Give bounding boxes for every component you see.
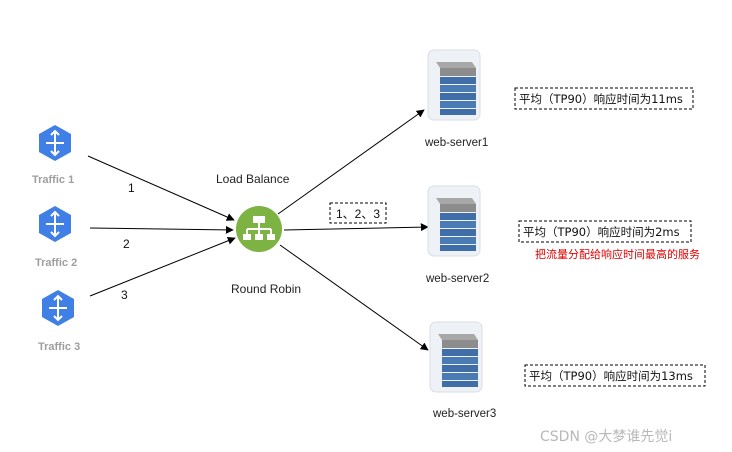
traffic-3-label: Traffic 3 [38,341,80,353]
edge-lb-server2 [283,223,429,232]
edge-lb-server3 [279,244,429,351]
server2-note-text: 平均（TP90）响应时间为2ms [523,225,680,239]
traffic-icon [38,124,72,162]
load-balancer-node: Load Balance Round Robin [216,172,301,296]
traffic-3-node: Traffic 3 [38,289,80,353]
load-balancer-title: Load Balance [216,172,290,186]
web-server1-label: web-server1 [424,137,488,149]
traffic-2-node: Traffic 2 [35,205,77,269]
traffic-icon [38,205,72,243]
web-server2-label: web-server2 [425,273,489,285]
web-server2-node: web-server2 [425,185,489,285]
server2-note: 平均（TP90）响应时间为2ms 把流量分配给响应时间最高的服务 [518,220,700,261]
server-icon [427,49,481,121]
edge-traffic2-lb [89,225,234,234]
server3-note: 平均（TP90）响应时间为13ms [524,364,706,387]
load-balancer-subtitle: Round Robin [231,282,301,296]
sitemap-icon [236,206,282,252]
traffic-1-node: Traffic 1 [32,124,74,186]
server2-edge-label-box: 1、2、3 [329,202,387,224]
web-server1-node: web-server1 [424,49,488,149]
server2-highlight-text: 把流量分配给响应时间最高的服务 [535,247,700,261]
watermark: CSDN @大梦谁先觉i [540,429,672,445]
server-icon [427,185,481,257]
edge-label-2: 2 [123,237,130,251]
server1-note: 平均（TP90）响应时间为11ms [514,87,694,110]
web-server3-label: web-server3 [432,408,496,420]
edge-label-1: 1 [128,181,135,195]
traffic-2-label: Traffic 2 [35,257,77,269]
edge-label-3: 3 [121,288,128,302]
traffic-icon [41,289,75,327]
traffic-1-label: Traffic 1 [32,174,74,186]
server3-note-text: 平均（TP90）响应时间为13ms [529,369,693,383]
web-server3-node: web-server3 [429,321,496,420]
server2-edge-label: 1、2、3 [336,207,380,221]
edge-traffic1-lb [87,155,235,221]
edge-traffic3-lb [89,236,236,297]
edge-lb-server1 [277,109,425,215]
server1-note-text: 平均（TP90）响应时间为11ms [519,92,683,106]
server-icon [429,321,483,393]
